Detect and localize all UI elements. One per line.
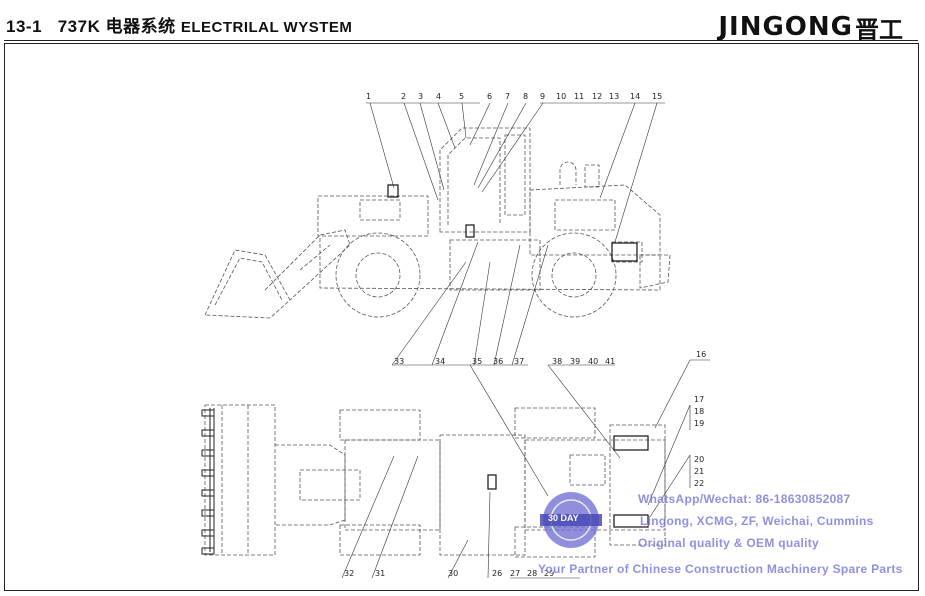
callout-18: 18 (694, 407, 705, 416)
callout-28: 28 (527, 569, 538, 578)
callout-34: 34 (435, 357, 446, 366)
watermark-tagline: Your Partner of Chinese Construction Mac… (538, 562, 903, 576)
callout-17: 17 (694, 395, 705, 404)
callout-39: 39 (570, 357, 581, 366)
callout-30: 30 (448, 569, 459, 578)
callout-37: 37 (514, 357, 525, 366)
title-en: ELECTRILAL WYSTEM (180, 19, 353, 36)
callout-27: 27 (510, 569, 521, 578)
callout-32: 32 (344, 569, 355, 578)
callout-14: 14 (630, 92, 641, 101)
callout-6: 6 (487, 92, 493, 101)
callout-20: 20 (694, 455, 705, 464)
callout-2: 2 (401, 92, 407, 101)
callout-15: 15 (652, 92, 663, 101)
callout-21: 21 (694, 467, 705, 476)
title-cn: 电器系统 (105, 17, 176, 37)
callout-29: 29 (544, 569, 555, 578)
callout-19: 19 (694, 419, 705, 428)
watermark-quality: Original quality & OEM quality (638, 536, 820, 550)
callout-41: 41 (605, 357, 616, 366)
callout-10: 10 (556, 92, 567, 101)
callout-33: 33 (394, 357, 405, 366)
jingong-logo: JINGONG 晋工 (718, 10, 903, 44)
section-number: 13-1 (6, 17, 43, 36)
page-title: 13-1 737K 电器系统 ELECTRILAL WYSTEM (6, 12, 352, 37)
watermark-contact: WhatsApp/Wechat: 86-18630852087 (638, 492, 851, 506)
callout-12: 12 (592, 92, 603, 101)
callout-7: 7 (505, 92, 511, 101)
callout-8: 8 (523, 92, 529, 101)
callout-26: 26 (492, 569, 503, 578)
callout-35: 35 (472, 357, 483, 366)
guarantee-badge-icon (540, 492, 602, 548)
callout-31: 31 (375, 569, 386, 578)
callout-38: 38 (552, 357, 563, 366)
callout-1: 1 (366, 92, 372, 101)
badge-label: 30 DAY (548, 513, 579, 523)
callout-22: 22 (694, 479, 705, 488)
logo-text: JINGONG (718, 12, 853, 42)
logo-text-cn: 晋工 (855, 15, 903, 44)
top-view-drawing (204, 404, 666, 558)
callout-5: 5 (459, 92, 465, 101)
callout-3: 3 (418, 92, 424, 101)
callout-16: 16 (696, 350, 707, 359)
side-view-drawing (204, 127, 671, 319)
callout-9: 9 (540, 92, 546, 101)
watermark-brands: Lingong, XCMG, ZF, Weichai, Cummins (640, 514, 874, 528)
callout-4: 4 (436, 92, 442, 101)
callout-11: 11 (574, 92, 585, 101)
callout-13: 13 (609, 92, 620, 101)
model-number: 737K (57, 17, 101, 36)
callout-36: 36 (493, 357, 504, 366)
drawing-frame (4, 43, 919, 591)
callout-40: 40 (588, 357, 599, 366)
header-rule (4, 40, 918, 41)
